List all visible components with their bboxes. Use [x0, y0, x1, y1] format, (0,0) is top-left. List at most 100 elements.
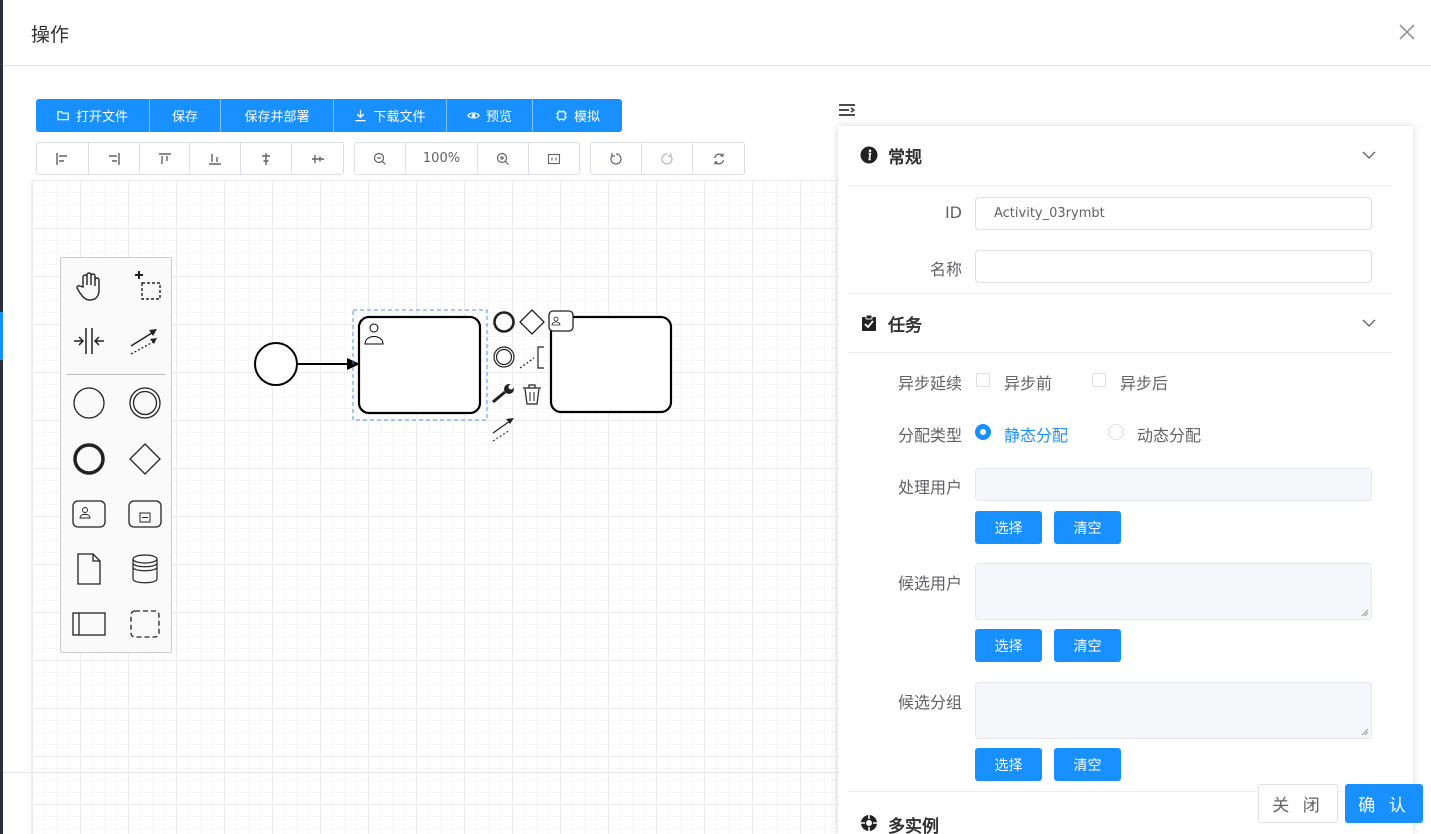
- create-data-object[interactable]: [69, 549, 109, 589]
- candidate-groups-clear-button[interactable]: 清空: [1054, 748, 1121, 781]
- preview-button[interactable]: 预览: [447, 99, 533, 132]
- assign-type-label: 分配类型: [897, 426, 962, 445]
- handler-clear-button[interactable]: 清空: [1054, 511, 1121, 544]
- async-before-checkbox[interactable]: [976, 373, 990, 387]
- subprocess-icon: [128, 500, 162, 528]
- zoom-level: 100%: [406, 143, 478, 174]
- candidate-users-select-button[interactable]: 选择: [975, 629, 1042, 662]
- multi-instance-icon: [861, 815, 877, 831]
- align-top-icon: [158, 152, 171, 164]
- async-after-checkbox[interactable]: [1092, 373, 1106, 387]
- undo-icon: [610, 152, 622, 165]
- save-deploy-button[interactable]: 保存并部署: [221, 99, 334, 132]
- create-pool[interactable]: [69, 604, 109, 644]
- data-store-icon: [132, 554, 158, 584]
- primary-toolbar: 打开文件 保存 保存并部署 下载文件 预览 模拟: [36, 99, 622, 132]
- bpmn-palette: [60, 257, 172, 653]
- intermediate-event-icon: [129, 387, 161, 419]
- folder-open-icon: [57, 111, 69, 121]
- create-end-event[interactable]: [69, 439, 109, 479]
- create-task[interactable]: [69, 494, 109, 534]
- create-gateway[interactable]: [125, 439, 165, 479]
- align-bottom-button[interactable]: [190, 143, 242, 174]
- zoom-in-button[interactable]: [478, 143, 529, 174]
- hand-tool[interactable]: [69, 266, 109, 306]
- download-icon: [355, 109, 367, 122]
- zoom-in-icon: [496, 152, 509, 165]
- dialog-title: 操作: [31, 24, 70, 46]
- name-label: 名称: [929, 260, 962, 279]
- create-subprocess[interactable]: [125, 494, 165, 534]
- group-icon: [130, 610, 160, 638]
- candidate-groups-textarea: [975, 682, 1372, 739]
- history-toolbar: [590, 142, 745, 175]
- align-middle-icon: [311, 154, 324, 163]
- align-right-button[interactable]: [89, 143, 140, 174]
- refresh-icon: [713, 153, 724, 164]
- async-before-label: 异步前: [1004, 374, 1053, 393]
- section-multi-instance-title: 多实例: [888, 817, 939, 834]
- refresh-button[interactable]: [693, 143, 744, 174]
- simulate-button[interactable]: 模拟: [533, 99, 622, 132]
- section-general-header[interactable]: 常规: [848, 126, 1392, 186]
- zoom-out-button[interactable]: [355, 143, 406, 174]
- resize-handle-icon: [1361, 728, 1369, 736]
- save-button[interactable]: 保存: [150, 99, 221, 132]
- candidate-groups-select-button[interactable]: 选择: [975, 748, 1042, 781]
- candidate-users-textarea: [975, 563, 1372, 620]
- properties-panel: 常规 ID Activity_03rymbt 名称 任务 异步延续 异步前 异步…: [838, 126, 1413, 834]
- align-middle-button[interactable]: [292, 143, 343, 174]
- align-left-icon: [56, 152, 68, 165]
- panel-toggle-icon[interactable]: [838, 102, 858, 120]
- hand-icon: [76, 272, 100, 301]
- redo-button[interactable]: [642, 143, 693, 174]
- id-label: ID: [944, 203, 962, 222]
- name-input[interactable]: [975, 250, 1372, 283]
- space-tool[interactable]: [69, 321, 109, 361]
- section-task-header[interactable]: 任务: [848, 293, 1392, 353]
- divider: [3, 772, 839, 773]
- lasso-tool[interactable]: [125, 266, 165, 306]
- end-event-icon: [73, 443, 105, 475]
- create-group[interactable]: [125, 604, 165, 644]
- create-intermediate-event[interactable]: [125, 383, 165, 423]
- open-file-button[interactable]: 打开文件: [36, 99, 150, 132]
- close-button[interactable]: 关 闭: [1258, 784, 1338, 823]
- assign-dynamic-label: 动态分配: [1137, 426, 1202, 445]
- handler-label: 处理用户: [897, 478, 962, 497]
- async-after-label: 异步后: [1120, 374, 1169, 393]
- candidate-users-clear-button[interactable]: 清空: [1054, 629, 1121, 662]
- eye-icon: [467, 112, 480, 119]
- handler-select-button[interactable]: 选择: [975, 511, 1042, 544]
- close-icon[interactable]: [1397, 22, 1417, 42]
- align-left-button[interactable]: [37, 143, 89, 174]
- dialog-header: 操作: [3, 0, 1431, 66]
- align-center-icon: [262, 152, 271, 165]
- align-bottom-icon: [209, 153, 222, 165]
- candidate-users-label: 候选用户: [897, 574, 962, 593]
- create-data-store[interactable]: [125, 549, 165, 589]
- create-start-event[interactable]: [69, 383, 109, 423]
- assign-dynamic-radio[interactable]: [1108, 424, 1124, 440]
- save-deploy-label: 保存并部署: [244, 110, 310, 125]
- fit-view-button[interactable]: [529, 143, 579, 174]
- assign-static-radio[interactable]: [975, 424, 991, 440]
- user-task-icon: [72, 500, 106, 528]
- align-top-button[interactable]: [140, 143, 191, 174]
- section-general-title: 常规: [888, 148, 922, 168]
- download-label: 下载文件: [373, 110, 426, 125]
- save-label: 保存: [171, 110, 198, 125]
- align-center-button[interactable]: [241, 143, 293, 174]
- space-tool-icon: [74, 328, 104, 354]
- id-input[interactable]: Activity_03rymbt: [975, 197, 1372, 230]
- simulate-label: 模拟: [573, 110, 600, 125]
- confirm-button[interactable]: 确 认: [1345, 784, 1423, 823]
- redo-icon: [661, 152, 673, 165]
- align-toolbar: [36, 142, 344, 175]
- download-file-button[interactable]: 下载文件: [334, 99, 447, 132]
- global-connect-tool[interactable]: [125, 321, 165, 361]
- candidate-groups-label: 候选分组: [897, 693, 962, 712]
- async-label: 异步延续: [897, 374, 962, 393]
- section-multi-instance-header[interactable]: 多实例: [848, 791, 1392, 834]
- undo-button[interactable]: [591, 143, 642, 174]
